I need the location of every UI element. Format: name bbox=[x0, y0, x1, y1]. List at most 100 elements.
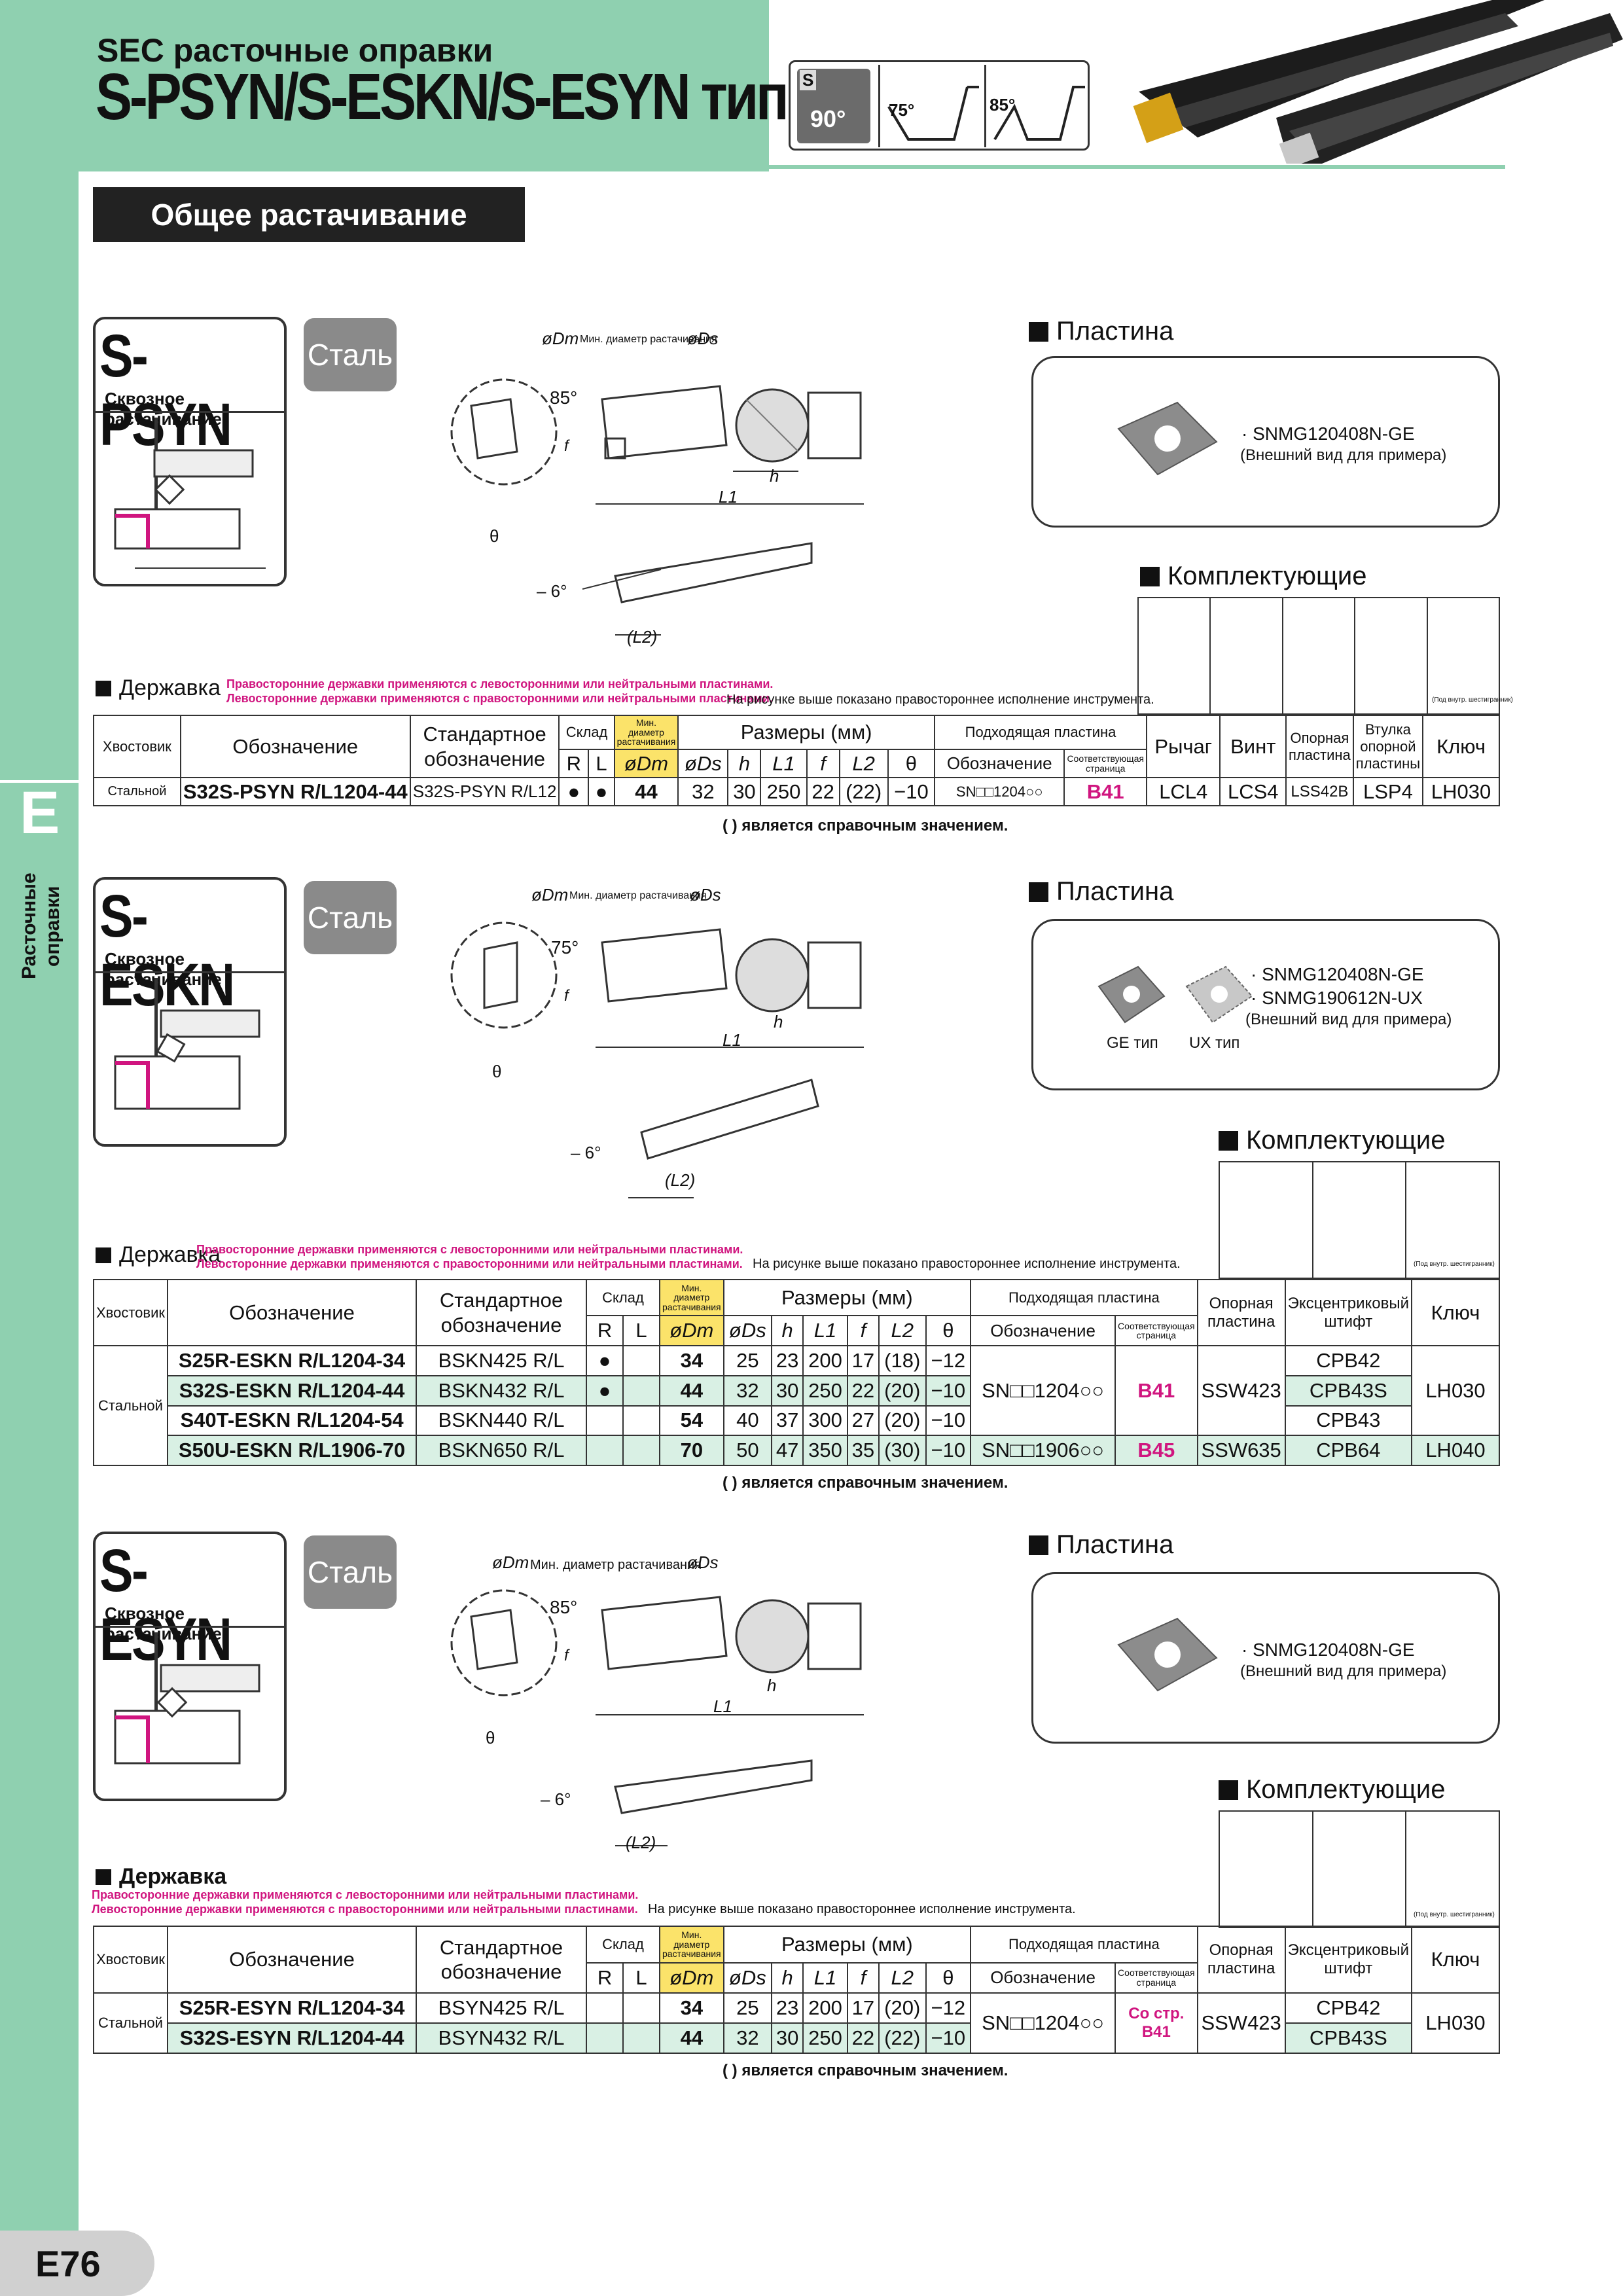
table-row: Стальной S25R-ESYN R/L1204-34 BSYN425 R/… bbox=[92, 1992, 1500, 2054]
parts-heading: Комплектующие bbox=[1219, 1126, 1446, 1155]
label-angle: 75° bbox=[551, 937, 579, 958]
label-dm: øDm bbox=[492, 1552, 529, 1572]
col-page: Соответствующая страница bbox=[1115, 1315, 1198, 1347]
col-r: R bbox=[558, 749, 590, 779]
label-h: h bbox=[767, 1676, 777, 1695]
col-sleeve: Втулка опорной пластины bbox=[1352, 714, 1424, 779]
parts-images bbox=[1219, 1161, 1500, 1279]
label-l1: L1 bbox=[713, 1696, 732, 1716]
col-insert: Подходящая пластина bbox=[970, 1278, 1198, 1317]
angle-90-label: 90° bbox=[810, 105, 846, 132]
col-insert: Подходящая пластина bbox=[933, 714, 1148, 751]
insert-code: · SNMG120408N-GE bbox=[1241, 1640, 1415, 1660]
chapter-tab bbox=[0, 780, 79, 852]
insert-heading-text: Пластина bbox=[1056, 317, 1174, 346]
col-shim: Опорная пластина bbox=[1285, 714, 1354, 779]
angle-85-label: 85° bbox=[990, 95, 1016, 115]
chapter-label-text: Расточные оправки bbox=[18, 872, 63, 980]
insert-example: (Внешний вид для примера) bbox=[1240, 446, 1447, 464]
col-key: Ключ bbox=[1411, 1278, 1500, 1347]
col-page: Соответствующая страница bbox=[1115, 1962, 1198, 1994]
col-shank: Хвостовик bbox=[92, 1278, 169, 1347]
key-note: (Под внутр. шестигранник) bbox=[1432, 696, 1513, 704]
holder-heading: Державка bbox=[96, 675, 221, 701]
col-l1: L1 bbox=[802, 1962, 848, 1994]
label-theta: θ bbox=[492, 1062, 502, 1081]
col-l1: L1 bbox=[760, 749, 808, 779]
col-r: R bbox=[586, 1315, 624, 1347]
col-standard: Стандартное обозначение bbox=[409, 714, 560, 779]
ref-note: ( ) является справочным значением. bbox=[722, 817, 1008, 834]
table-row: Стальной S32S-PSYN R/L1204-44 S32S-PSYN … bbox=[93, 777, 1500, 806]
col-designation: Обозначение bbox=[167, 1278, 418, 1347]
insert-heading: Пластина bbox=[1029, 1530, 1173, 1560]
insert-code-1: · SNMG120408N-GE bbox=[1251, 964, 1424, 984]
insert-heading: Пластина bbox=[1029, 317, 1173, 346]
table-row: S50U-ESKN R/L1906-70 BSKN650 R/L 70 50 4… bbox=[94, 1435, 1500, 1466]
parts-images bbox=[1137, 597, 1500, 715]
model-box-esyn: S-ESYN Сквозное растачивание bbox=[93, 1532, 287, 1801]
table-row: S32S-ESKN R/L1204-44 BSKN432 R/L ● 44 32… bbox=[94, 1374, 1499, 1407]
angle-85-icon bbox=[993, 86, 1085, 141]
col-h: h bbox=[727, 749, 762, 779]
col-dmin: Мин. диаметр растачивания bbox=[613, 714, 679, 751]
boring-diagram bbox=[114, 978, 260, 1110]
model-name: S-ESKN bbox=[99, 883, 235, 1018]
hand-note-2: Левосторонние державки применяются с пра… bbox=[92, 1903, 638, 1916]
parts-images bbox=[1219, 1810, 1500, 1928]
table-row: S40T-ESKN R/L1204-54 BSKN440 R/L 54 40 3… bbox=[94, 1405, 1499, 1437]
label-h: h bbox=[774, 1012, 783, 1031]
chapter-letter: E bbox=[20, 780, 60, 846]
hand-note-2: Левосторонние державки применяются с пра… bbox=[196, 1257, 743, 1270]
label-l2: (L2) bbox=[665, 1170, 696, 1190]
col-r: R bbox=[586, 1962, 624, 1994]
label-dm: øDm bbox=[542, 329, 579, 348]
spsyn-table: Хвостовик Обозначение Стандартное обозна… bbox=[93, 714, 1500, 806]
label-dm-note: Мин. диаметр растачивания bbox=[569, 890, 707, 901]
drawing-note: На рисунке выше показано правостороннее … bbox=[753, 1257, 1181, 1271]
model-box-eskn: S-ESKN Сквозное растачивание bbox=[93, 877, 287, 1147]
ref-note: ( ) является справочным значением. bbox=[722, 1474, 1008, 1492]
col-f: f bbox=[846, 1315, 880, 1347]
hand-note-2: Левосторонние державки применяются с пра… bbox=[226, 692, 773, 705]
col-ds: øDs bbox=[722, 1315, 773, 1347]
col-eccentric-pin: Эксцентриковый штифт bbox=[1284, 1926, 1413, 1994]
col-page: Соответствующая страница bbox=[1063, 749, 1148, 779]
label-dm-note: Мин. диаметр растачивания bbox=[530, 1558, 702, 1572]
model-name: S-ESYN bbox=[99, 1537, 232, 1673]
insert-box: · SNMG120408N-GE · SNMG190612N-UX (Внешн… bbox=[1031, 919, 1500, 1090]
label-theta: θ bbox=[486, 1728, 495, 1748]
col-f: f bbox=[806, 749, 840, 779]
insert-ux-label: UX тип bbox=[1189, 1034, 1240, 1052]
label-ds: øDs bbox=[687, 329, 719, 348]
hex-key-icon bbox=[1406, 1812, 1499, 1927]
col-stock: Склад bbox=[558, 714, 615, 751]
insert-image bbox=[1117, 1617, 1218, 1692]
holder-heading-text: Державка bbox=[119, 1864, 227, 1889]
parts-heading: Комплектующие bbox=[1219, 1775, 1446, 1804]
header-band bbox=[0, 0, 769, 171]
insert-image bbox=[1117, 401, 1218, 476]
page-title: S-PSYN/S-ESKN/S-ESYN тип bbox=[96, 60, 789, 134]
col-screw: Винт bbox=[1219, 714, 1287, 779]
holder-heading-text: Державка bbox=[119, 1242, 221, 1267]
col-key: Ключ bbox=[1422, 714, 1500, 779]
col-designation: Обозначение bbox=[179, 714, 411, 779]
label-theta: θ bbox=[490, 526, 499, 546]
drawing-note: На рисунке выше показано правостороннее … bbox=[648, 1902, 1076, 1916]
col-shank: Хвостовик bbox=[92, 1926, 169, 1994]
col-dm: øDm bbox=[613, 749, 679, 779]
key-note: (Под внутр. шестигранник) bbox=[1414, 1911, 1495, 1918]
material-badge: Сталь bbox=[304, 318, 397, 391]
screw-icon bbox=[1211, 598, 1283, 713]
label-l1: L1 bbox=[719, 487, 738, 507]
col-dm: øDm bbox=[659, 1962, 724, 1994]
angle-75-icon bbox=[887, 86, 979, 141]
col-insert-desig: Обозначение bbox=[970, 1962, 1116, 1994]
angle-75-label: 75° bbox=[889, 100, 915, 120]
col-l: L bbox=[588, 749, 615, 779]
lever-icon bbox=[1139, 598, 1211, 713]
col-designation: Обозначение bbox=[167, 1926, 418, 1994]
model-box-spsyn: S-PSYN Сквозное растачивание bbox=[93, 317, 287, 586]
table-row: S32S-ESYN R/L1204-44 BSYN432 R/L 44 32 3… bbox=[94, 2022, 1499, 2054]
